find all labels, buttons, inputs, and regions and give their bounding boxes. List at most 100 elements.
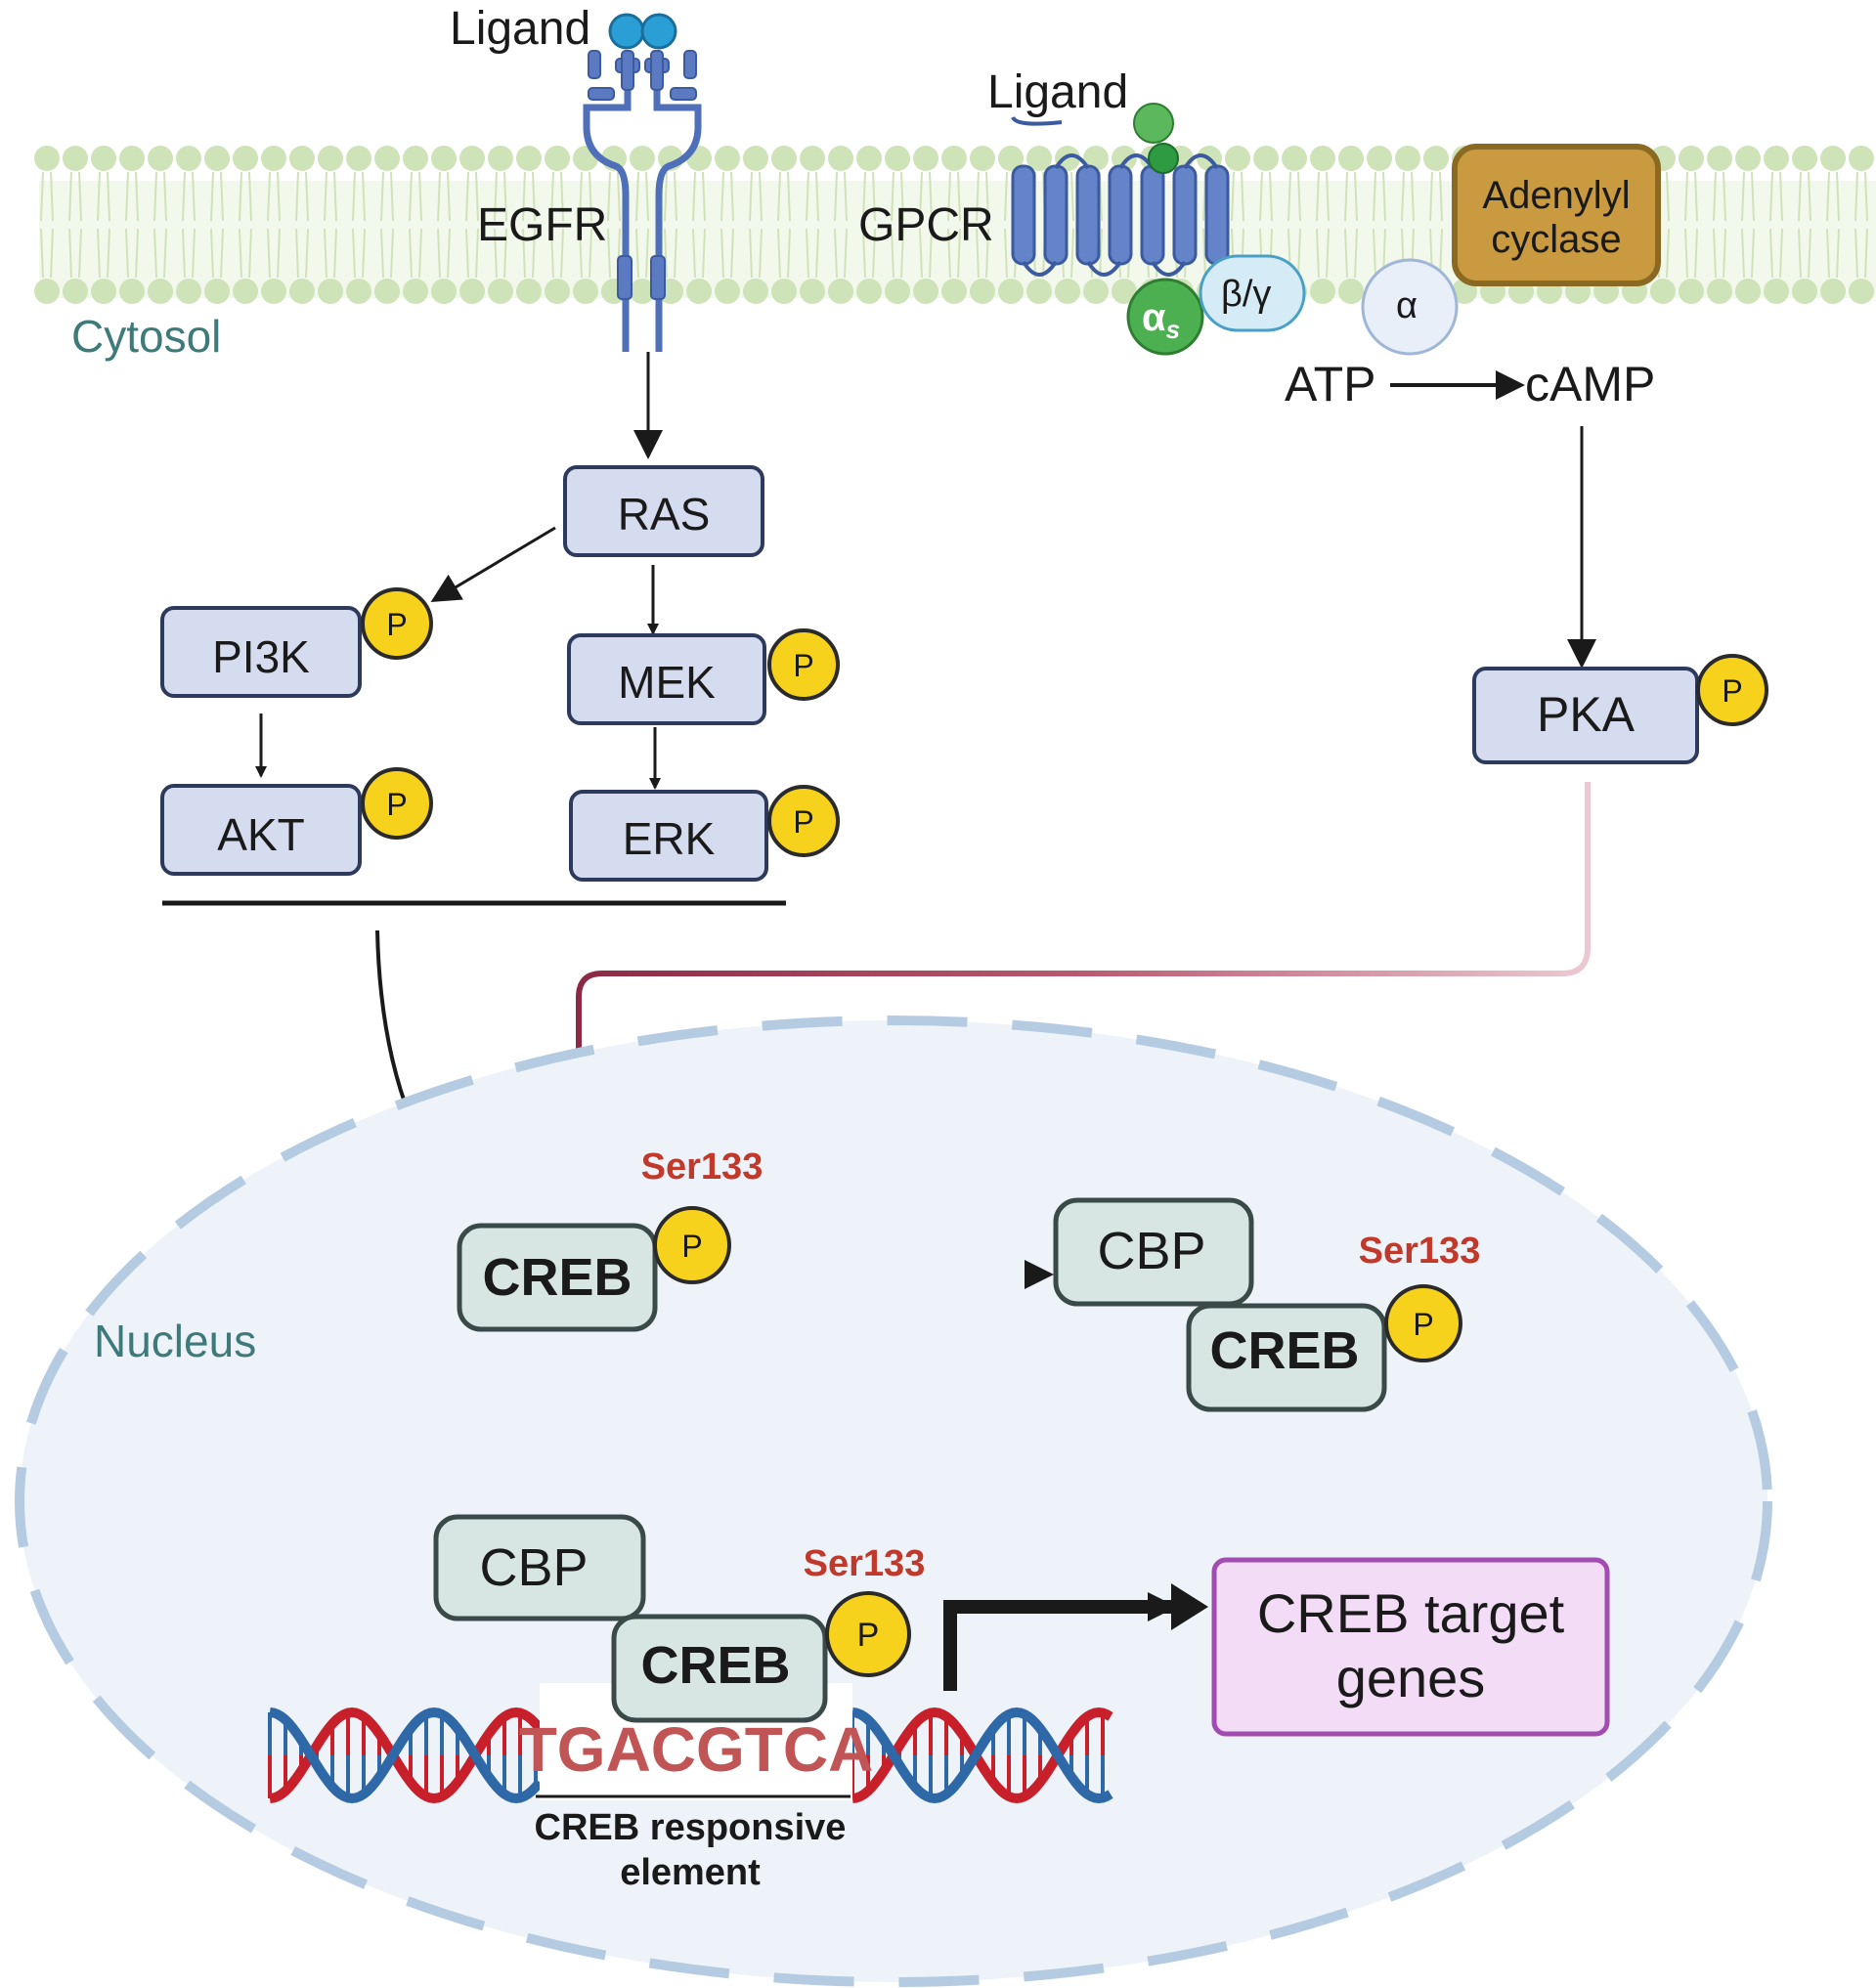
lipid-tail bbox=[522, 171, 536, 222]
lipid-head bbox=[856, 279, 882, 304]
lipid-tail bbox=[1826, 228, 1840, 279]
svg-text:P: P bbox=[1413, 1307, 1433, 1342]
pka-box bbox=[1472, 667, 1699, 764]
egfr-ligand-label: Ligand bbox=[450, 3, 590, 55]
target-genes-line2: genes bbox=[1336, 1647, 1486, 1708]
dna-strand-red bbox=[269, 1707, 544, 1804]
mek-box bbox=[567, 633, 766, 725]
lipid-tail bbox=[692, 228, 706, 279]
lipid-tail bbox=[834, 228, 848, 279]
adenylyl-cyclase-line1: Adenylyl bbox=[1482, 174, 1630, 217]
lipid-tail bbox=[210, 228, 224, 279]
lipid-head bbox=[176, 146, 201, 171]
lipid-tail bbox=[97, 171, 110, 222]
lipid-tail bbox=[862, 171, 876, 222]
lipid-tail bbox=[380, 171, 394, 222]
lipid-tail bbox=[40, 171, 54, 222]
lipid-head bbox=[1338, 279, 1364, 304]
lipid-head bbox=[913, 279, 938, 304]
ser133-label-1: Ser133 bbox=[641, 1146, 763, 1188]
lipid-head bbox=[715, 146, 740, 171]
pi3k-box bbox=[160, 606, 362, 698]
lipid-tail bbox=[68, 228, 82, 279]
lipid-head bbox=[119, 279, 145, 304]
lipid-tail bbox=[579, 228, 592, 279]
ser133-label-2: Ser133 bbox=[1359, 1231, 1481, 1272]
lipid-tail bbox=[607, 171, 621, 222]
lipid-head bbox=[1253, 146, 1279, 171]
lipid-head bbox=[63, 279, 88, 304]
lipid-head bbox=[1112, 279, 1137, 304]
lipid-head bbox=[1026, 146, 1052, 171]
lipid-head bbox=[715, 279, 740, 304]
lipid-tail bbox=[1854, 228, 1868, 279]
lipid-head bbox=[1225, 146, 1250, 171]
svg-text:P: P bbox=[1722, 673, 1742, 709]
lipid-tail bbox=[267, 228, 281, 279]
mek-label: MEK bbox=[618, 657, 716, 708]
lipid-head bbox=[346, 146, 371, 171]
lipid-tail bbox=[182, 228, 196, 279]
lipid-tail bbox=[352, 171, 366, 222]
egfr-receptor bbox=[583, 13, 702, 352]
lipid-tail bbox=[522, 228, 536, 279]
lipid-tail bbox=[777, 171, 791, 222]
gpcr-loop bbox=[1183, 153, 1219, 170]
lipid-tail bbox=[352, 228, 366, 279]
lipid-head bbox=[374, 146, 400, 171]
dna-strand-blue bbox=[851, 1707, 1113, 1804]
lipid-head bbox=[318, 146, 343, 171]
lipid-tail bbox=[720, 228, 734, 279]
adenylyl-cyclase bbox=[1452, 144, 1661, 286]
gpcr-helix bbox=[1043, 164, 1069, 266]
lipid-tail bbox=[1684, 171, 1698, 222]
lipid-head bbox=[1764, 279, 1789, 304]
lipid-head bbox=[1338, 146, 1364, 171]
lipid-tail bbox=[494, 171, 507, 222]
lipid-head bbox=[516, 146, 542, 171]
camp-label: cAMP bbox=[1525, 357, 1655, 411]
lipid-head bbox=[743, 279, 768, 304]
lipid-head bbox=[1367, 146, 1392, 171]
lipid-tail bbox=[182, 171, 196, 222]
lipid-tail bbox=[409, 228, 422, 279]
lipid-head bbox=[856, 146, 882, 171]
lipid-tail bbox=[919, 228, 933, 279]
lipid-tail bbox=[1713, 171, 1726, 222]
lipid-tail bbox=[1798, 171, 1811, 222]
lipid-tail bbox=[806, 171, 819, 222]
lipid-head bbox=[1310, 146, 1335, 171]
creb-box-3 bbox=[611, 1614, 828, 1723]
lipid-tail bbox=[1769, 228, 1783, 279]
lipid-head bbox=[1707, 279, 1732, 304]
lipid-head bbox=[233, 279, 258, 304]
lipid-head bbox=[1820, 279, 1846, 304]
lipid-tail bbox=[465, 171, 479, 222]
erk-box bbox=[569, 790, 768, 882]
lipid-tail bbox=[125, 228, 139, 279]
lipid-head bbox=[1849, 279, 1874, 304]
lipid-tail bbox=[1344, 228, 1358, 279]
lipid-head bbox=[459, 279, 485, 304]
gpcr-ligand-label: Ligand bbox=[987, 66, 1128, 118]
lipid-tail bbox=[664, 228, 677, 279]
lipid-tail bbox=[465, 228, 479, 279]
lipid-head bbox=[1055, 279, 1080, 304]
svg-text:P: P bbox=[793, 648, 813, 683]
lipid-tail bbox=[68, 171, 82, 222]
dna-helix bbox=[268, 1707, 1113, 1804]
lipid-head bbox=[1026, 279, 1052, 304]
lipid-head bbox=[1083, 279, 1109, 304]
gpcr-loop bbox=[1086, 260, 1122, 277]
gpcr-helix bbox=[1075, 164, 1101, 266]
nucleus-envelope bbox=[15, 1016, 1772, 1987]
lipid-tail bbox=[40, 228, 54, 279]
lipid-tail bbox=[976, 171, 989, 222]
lipid-tail bbox=[324, 171, 337, 222]
phospho-pi3k: P bbox=[361, 587, 433, 660]
lipid-tail bbox=[749, 171, 763, 222]
cytosol-label: Cytosol bbox=[71, 311, 221, 362]
phospho-erk: P bbox=[767, 785, 840, 857]
nucleus-label: Nucleus bbox=[94, 1316, 256, 1366]
lipid-head bbox=[771, 146, 797, 171]
